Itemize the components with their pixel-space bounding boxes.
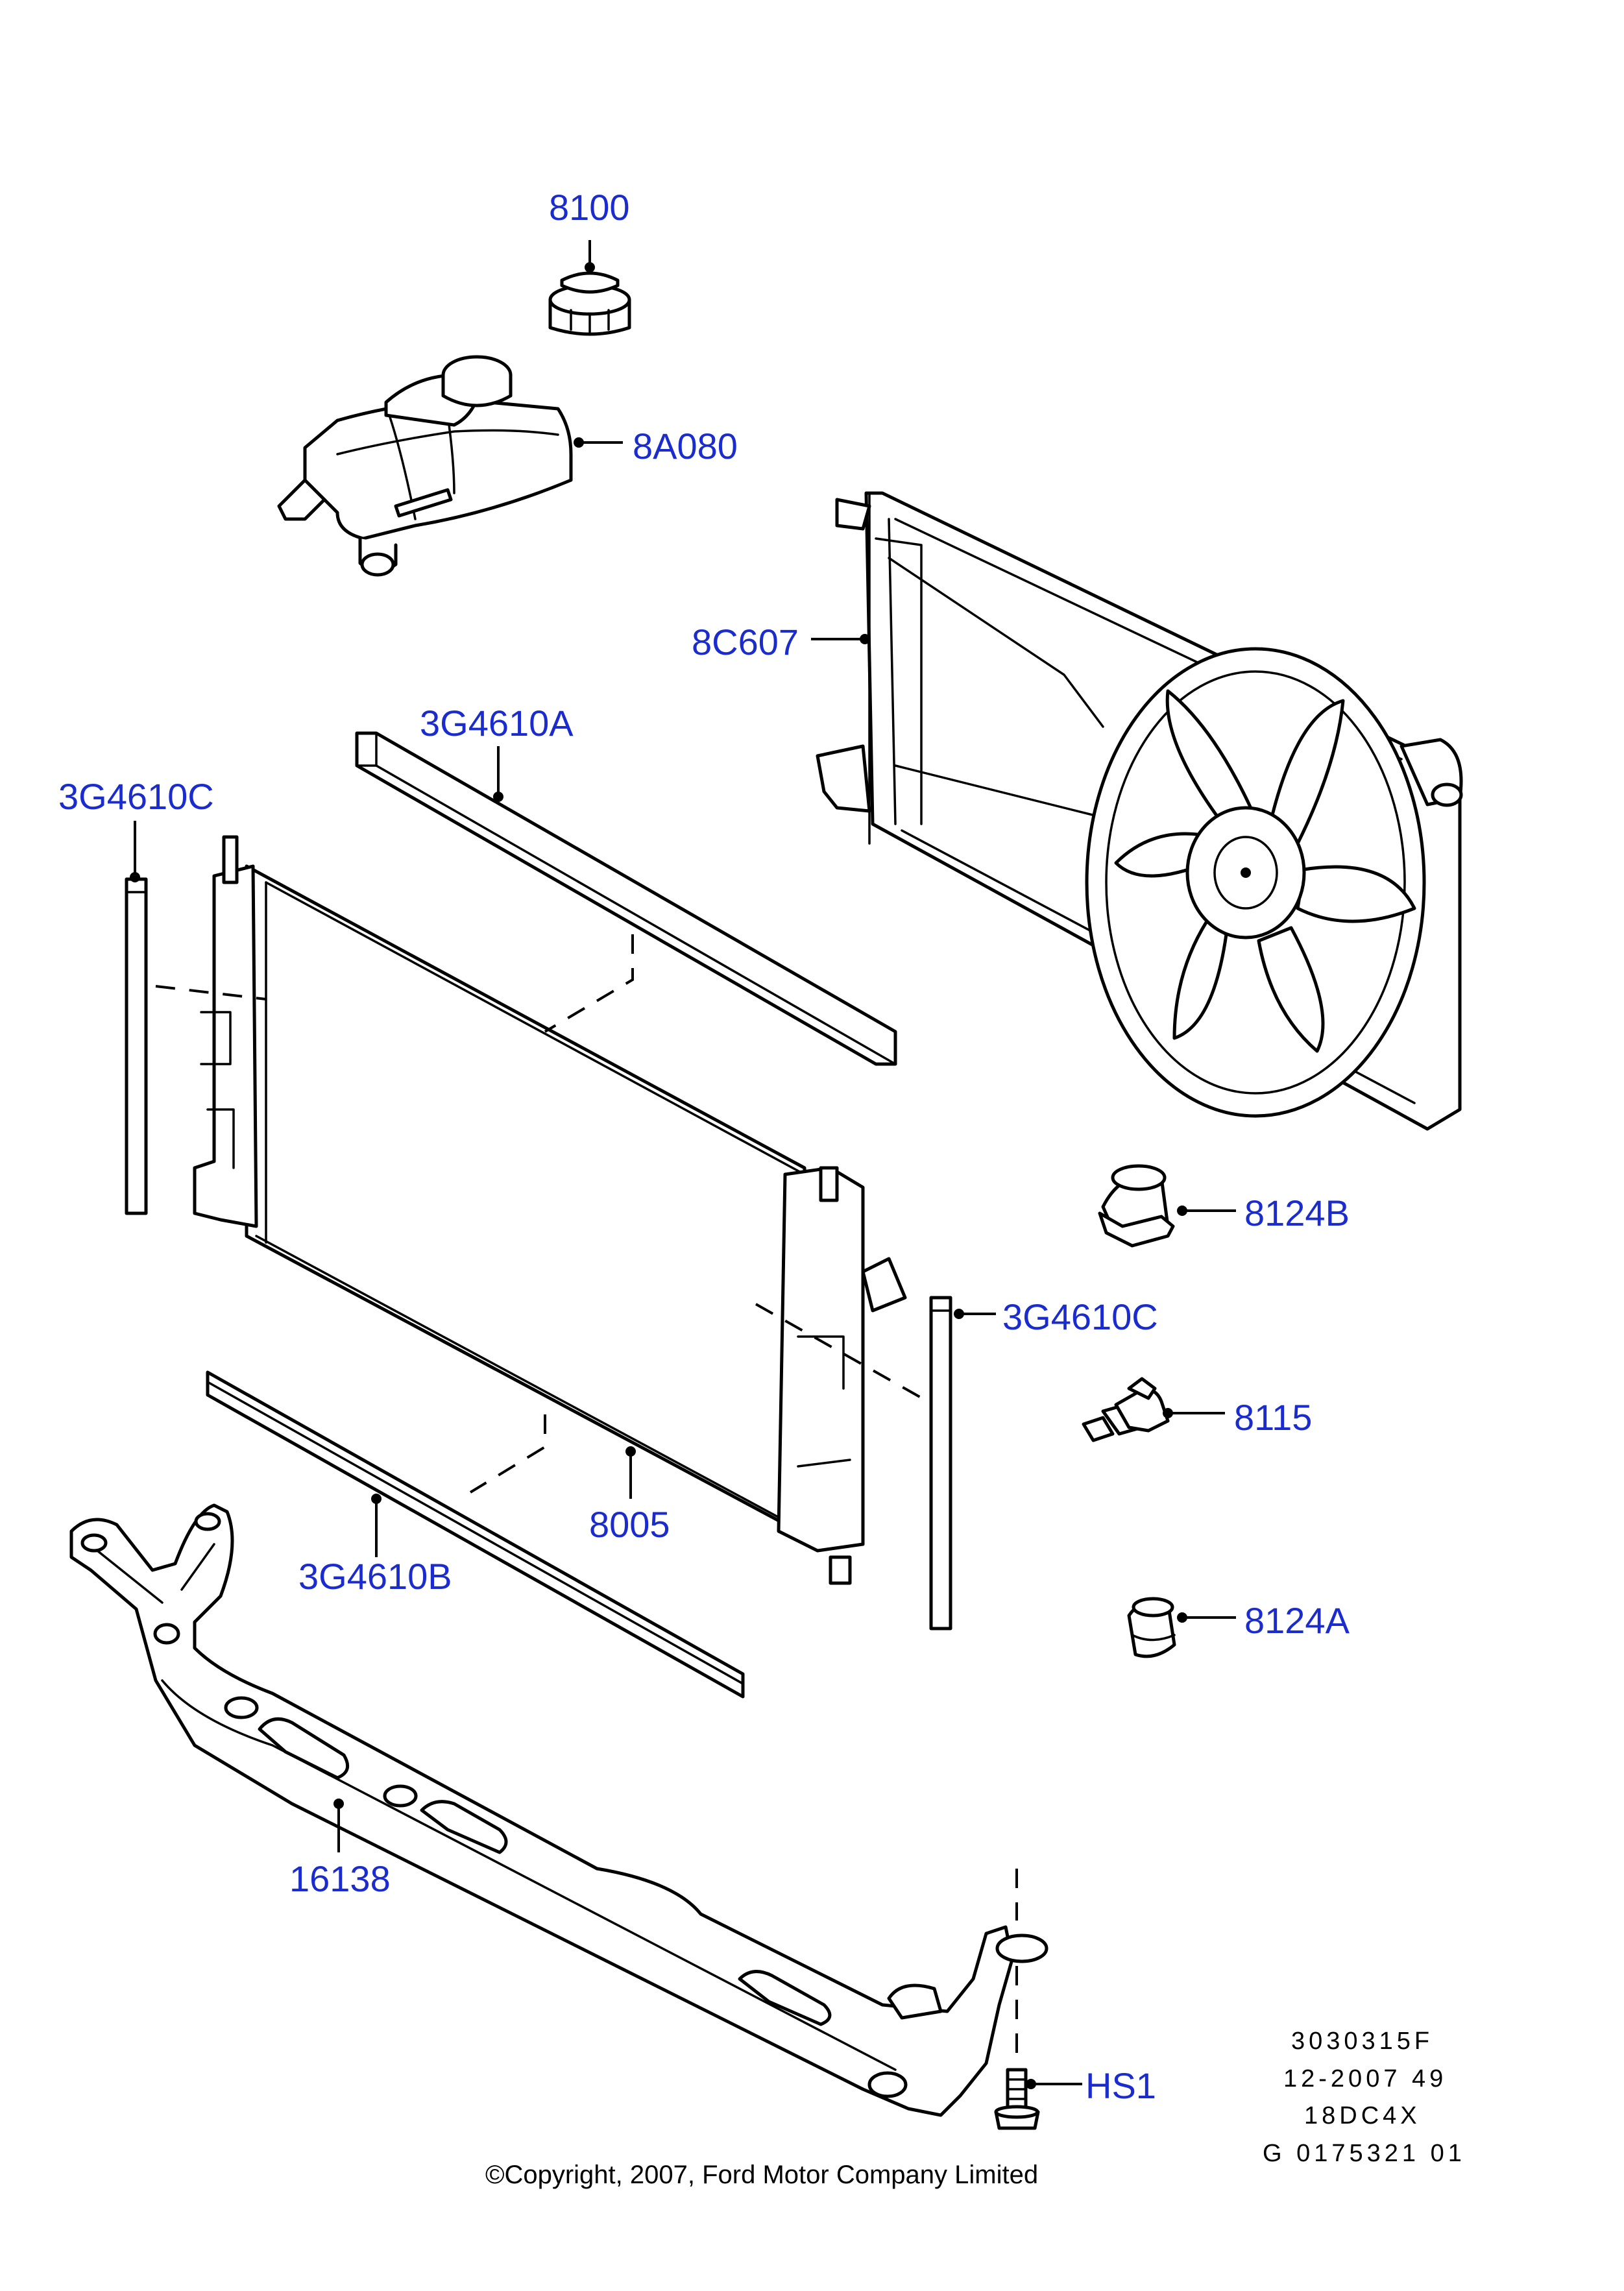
- left-seal: [125, 821, 148, 1215]
- callout-8100: 8100: [549, 187, 630, 228]
- callout-3G4610C-left: 3G4610C: [58, 776, 214, 817]
- bushing-upper: [1098, 1164, 1236, 1248]
- callout-8A080: 8A080: [633, 426, 738, 467]
- radiator: [155, 835, 928, 1585]
- right-seal: [929, 1296, 996, 1630]
- bushing-lower: [1127, 1597, 1236, 1658]
- drawing-code-line-4: G 0175321 01: [1263, 2140, 1466, 2167]
- drawing-code-line-2: 12-2007 49: [1283, 2065, 1448, 2092]
- callout-HS1: HS1: [1085, 2065, 1156, 2106]
- callout-3G4610B: 3G4610B: [298, 1556, 452, 1597]
- callout-3G4610C-right: 3G4610C: [1002, 1296, 1158, 1337]
- callout-8C607: 8C607: [692, 622, 799, 662]
- callout-16138: 16138: [289, 1858, 391, 1899]
- callout-8005: 8005: [589, 1504, 670, 1545]
- callout-3G4610A: 3G4610A: [420, 703, 574, 744]
- expansion-reservoir: [277, 355, 623, 577]
- drawing-code-line-3: 18DC4X: [1304, 2102, 1421, 2129]
- lower-crossmember-bracket: [69, 1503, 1048, 2117]
- bolt: [994, 1869, 1082, 2130]
- callout-8124A: 8124A: [1244, 1600, 1350, 1641]
- drawing-code-line-1: 3030315F: [1291, 2028, 1434, 2055]
- callout-8124B: 8124B: [1244, 1193, 1350, 1233]
- radiator-cap: [548, 240, 631, 336]
- lower-seal: [206, 1370, 745, 1699]
- upper-seal: [355, 731, 897, 1066]
- fan-shroud-assembly: [811, 491, 1463, 1131]
- copyright-notice: ©Copyright, 2007, Ford Motor Company Lim…: [485, 2161, 1039, 2189]
- temperature-sensor: [1082, 1377, 1225, 1442]
- callout-8115: 8115: [1234, 1397, 1313, 1438]
